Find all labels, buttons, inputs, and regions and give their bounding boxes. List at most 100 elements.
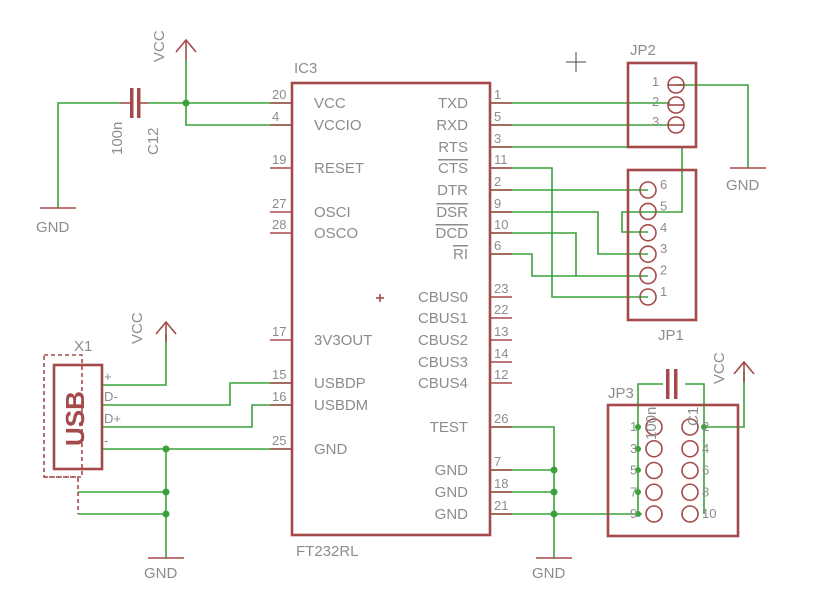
pin-name: OSCO [314,225,358,242]
pin-number: 8 [702,484,709,499]
net-c1-right [685,383,705,427]
pin-number: 2 [494,174,501,189]
vcc-symbol-usb[interactable]: VCC [129,312,177,344]
vcc-label: VCC [129,312,146,344]
vcc-symbol-top[interactable]: VCC [151,30,197,62]
pin-number: 5 [630,463,637,478]
jp2-name: JP2 [630,42,656,59]
pin-number: 9 [630,506,637,521]
header-pin: 1 [639,284,667,306]
junction [635,424,641,430]
header-jp2[interactable]: JP2 123 [626,42,698,149]
junction [162,445,170,453]
pin-number: 21 [494,498,508,513]
net-usb-vcc [102,334,167,386]
pin-number: 4 [702,441,709,456]
ic-right-pins: 1TXD5RXD3RTS11CTS2DTR9DSR10DCD6RI23CBUS0… [418,87,512,523]
header-pin: 1 [652,74,685,94]
pin-number: 2 [652,94,659,109]
pin-name: OSCI [314,204,351,221]
c1-name: C1 [685,407,702,426]
pin-name: RI [453,246,468,263]
pin-name: DSR [436,204,468,221]
gnd-label: GND [36,219,70,236]
ic-name: IC3 [294,60,317,77]
junction [162,510,170,518]
pin-number: 20 [272,87,286,102]
pin-name: RTS [438,139,468,156]
pin-number: 16 [272,389,286,404]
ic-left-pins: 20VCC4VCCIO19RESET27OSCI28OSCO173V3OUT15… [270,87,372,458]
usb-shield-outline [43,354,83,478]
jp3-name: JP3 [608,385,634,402]
junction [550,488,558,496]
pin-number: 27 [272,196,286,211]
pin-number: 5 [660,198,667,213]
pin-name: CTS [438,160,468,177]
jp2-pins: 123 [652,74,685,134]
capacitor-c1[interactable]: 100n C1 [643,369,702,440]
gnd-symbol-left[interactable]: GND [144,557,184,582]
usb-body [52,363,104,471]
pin-name: DTR [437,182,468,199]
header-pin: 6 [639,177,667,199]
pin-number: 25 [272,433,286,448]
junction [701,424,707,430]
pin-number: 18 [494,476,508,491]
pin-number: 2 [702,419,709,434]
c1-value: 100n [643,407,660,440]
gnd-symbol-jp2[interactable]: GND [726,167,766,194]
pin-name: CBUS3 [418,354,468,371]
gnd-symbol-right[interactable]: GND [532,557,572,582]
net-dsr [490,211,648,255]
gnd-label: GND [144,565,178,582]
header-pin: 8 [681,483,709,502]
gnd-symbol-c12[interactable]: GND [36,207,76,236]
pin-number: 14 [494,346,508,361]
header-pin: 10 [681,505,716,523]
ic-ft232rl[interactable]: IC3 FT232RL 20VCC4VCCIO19RESET27OSCI28OS… [270,60,512,560]
junction [635,489,641,495]
net-usb-dm [102,382,292,406]
junction [635,446,641,452]
pin-number: 11 [494,152,508,167]
pin-number: 17 [272,324,286,339]
usb-pin-label: D+ [104,411,121,426]
vcc-label: VCC [711,352,728,384]
header-pin: 5 [630,461,663,480]
pin-number: 23 [494,281,508,296]
pin-number: 1 [630,419,637,434]
junction [182,99,190,107]
ic-pin-3v3out: 17 3V3OUT [270,324,372,349]
jp1-name: JP1 [658,327,684,344]
vcc-label: VCC [151,30,168,62]
header-pin: 5 [639,198,667,221]
c12-value: 100n [109,122,126,155]
usb-connector-x1[interactable]: USB X1 + D- D+ - [43,338,121,514]
pin-number: 1 [660,284,667,299]
pin-name: 3V3OUT [314,332,372,349]
pin-number: 15 [272,367,286,382]
header-pin: 3 [639,241,667,263]
junction [635,511,641,517]
vcc-symbol-jp3[interactable]: VCC [711,352,755,384]
pin-number: 1 [494,87,501,102]
capacitor-c12[interactable]: 100n C12 [109,88,162,155]
